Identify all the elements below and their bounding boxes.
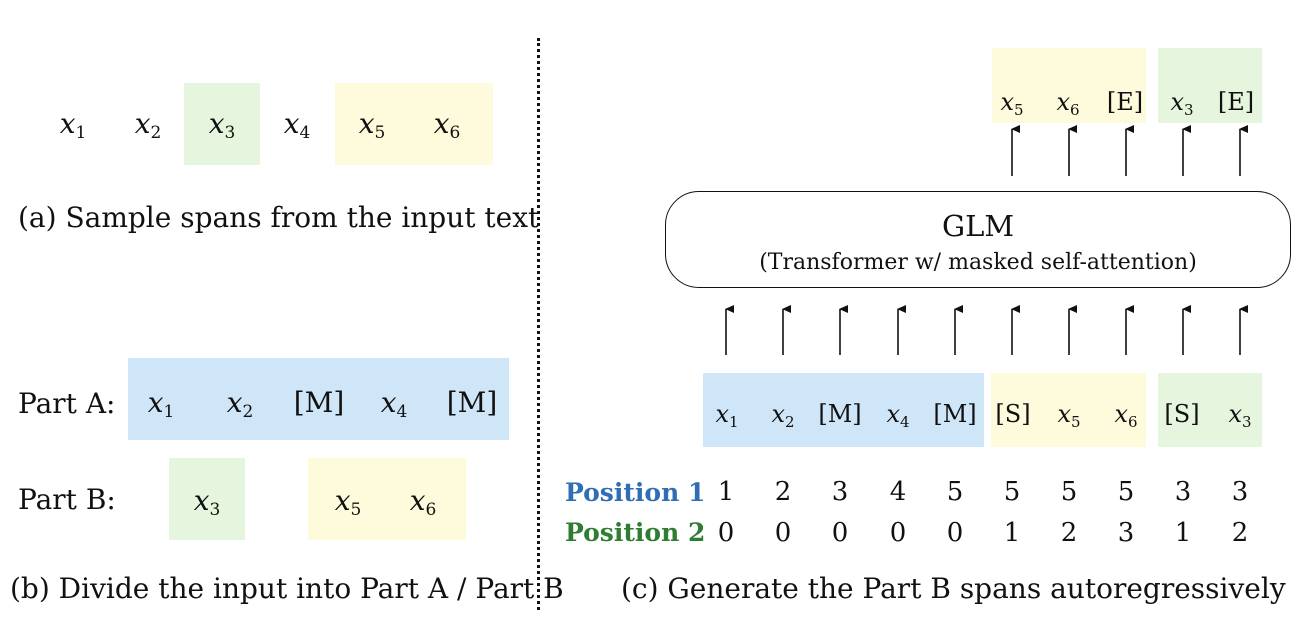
position-2-value-8: 3 — [1117, 518, 1135, 548]
panel-divider — [537, 38, 540, 610]
span-box-x5-x6 — [335, 83, 493, 165]
model-description: (Transformer w/ masked self-attention) — [759, 250, 1197, 275]
token-b-b-2: x5 — [334, 484, 362, 521]
output-token-5: [E] — [1217, 88, 1255, 116]
input-token-5: [M] — [933, 400, 977, 428]
output-box-green — [1158, 48, 1262, 123]
position-2-value-10: 2 — [1231, 518, 1249, 548]
span-box-x3 — [184, 83, 260, 165]
input-token-8: x6 — [1114, 400, 1138, 431]
token-b-a-3: [M] — [293, 386, 345, 419]
part-b-box-x3 — [169, 458, 245, 540]
token-b-b-1: x3 — [193, 484, 221, 521]
token-b-a-1: x1 — [147, 386, 175, 423]
position-2-value-4: 0 — [889, 518, 907, 548]
position-1-value-1: 1 — [717, 477, 735, 507]
token-b-a-2: x2 — [226, 386, 254, 423]
caption-a: (a) Sample spans from the input text — [18, 201, 540, 234]
model-name: GLM — [941, 209, 1015, 243]
position-2-value-5: 0 — [946, 518, 964, 548]
position-1-value-9: 3 — [1174, 477, 1192, 507]
caption-c: (c) Generate the Part B spans autoregres… — [621, 572, 1286, 605]
position-1-label: Position 1 — [565, 478, 706, 507]
token-b-a-5: [M] — [446, 386, 498, 419]
output-token-3: [E] — [1106, 88, 1144, 116]
input-token-9: [S] — [1164, 400, 1200, 428]
input-token-3: [M] — [818, 400, 862, 428]
position-1-value-10: 3 — [1231, 477, 1249, 507]
part-b-box-x5-x6 — [308, 458, 466, 540]
token-a-4: x4 — [283, 107, 311, 144]
input-token-4: x4 — [886, 400, 910, 431]
input-token-10: x3 — [1228, 400, 1252, 431]
input-token-2: x2 — [771, 400, 795, 431]
input-box-part-a — [703, 373, 984, 447]
position-1-value-4: 4 — [889, 477, 907, 507]
output-token-4: x3 — [1170, 88, 1194, 119]
token-a-3: x3 — [208, 107, 236, 144]
token-b-a-4: x4 — [380, 386, 408, 423]
token-a-6: x6 — [433, 107, 461, 144]
part-a-label: Part A: — [18, 387, 116, 420]
input-box-span-green — [1158, 373, 1262, 447]
position-2-value-2: 0 — [774, 518, 792, 548]
caption-b: (b) Divide the input into Part A / Part … — [10, 572, 564, 605]
position-2-value-6: 1 — [1003, 518, 1021, 548]
position-2-value-7: 2 — [1060, 518, 1078, 548]
token-a-5: x5 — [358, 107, 386, 144]
position-2-value-3: 0 — [831, 518, 849, 548]
part-a-box — [128, 358, 509, 440]
token-a-2: x2 — [134, 107, 162, 144]
position-1-value-6: 5 — [1003, 477, 1021, 507]
output-token-1: x5 — [1000, 88, 1024, 119]
input-token-7: x5 — [1057, 400, 1081, 431]
position-1-value-2: 2 — [774, 477, 792, 507]
position-2-value-9: 1 — [1174, 518, 1192, 548]
input-token-6: [S] — [995, 400, 1031, 428]
input-token-1: x1 — [715, 400, 739, 431]
position-1-value-8: 5 — [1117, 477, 1135, 507]
position-2-value-1: 0 — [717, 518, 735, 548]
position-1-value-3: 3 — [831, 477, 849, 507]
output-box-yellow — [992, 48, 1146, 123]
position-1-value-5: 5 — [946, 477, 964, 507]
output-token-2: x6 — [1056, 88, 1080, 119]
position-1-value-7: 5 — [1060, 477, 1078, 507]
token-a-1: x1 — [59, 107, 87, 144]
glm-model-box: GLM (Transformer w/ masked self-attentio… — [665, 191, 1291, 288]
input-box-span-yellow — [991, 373, 1146, 447]
part-b-label: Part B: — [18, 483, 116, 516]
position-2-label: Position 2 — [565, 518, 706, 547]
token-b-b-3: x6 — [409, 484, 437, 521]
